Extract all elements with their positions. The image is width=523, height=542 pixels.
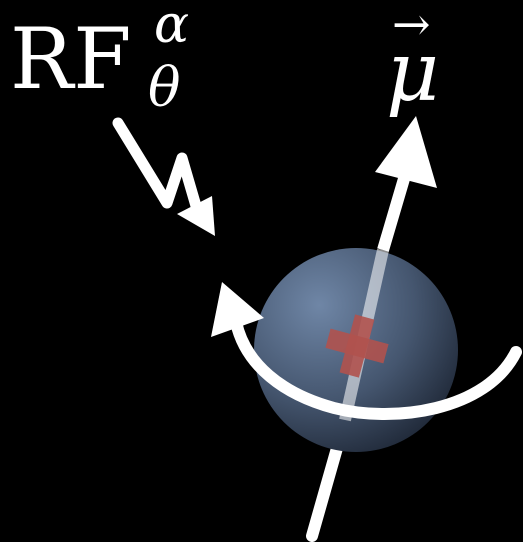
rf-label-subscript: θ xyxy=(148,56,181,119)
rf-label-main: RF xyxy=(10,10,132,108)
moment-label-symbol: μ xyxy=(386,25,439,120)
moment-arrowhead-icon xyxy=(375,116,437,188)
rf-pulse-zigzag xyxy=(118,123,196,206)
moment-axis-upper xyxy=(383,172,406,250)
rf-label-superscript: α xyxy=(154,0,189,55)
